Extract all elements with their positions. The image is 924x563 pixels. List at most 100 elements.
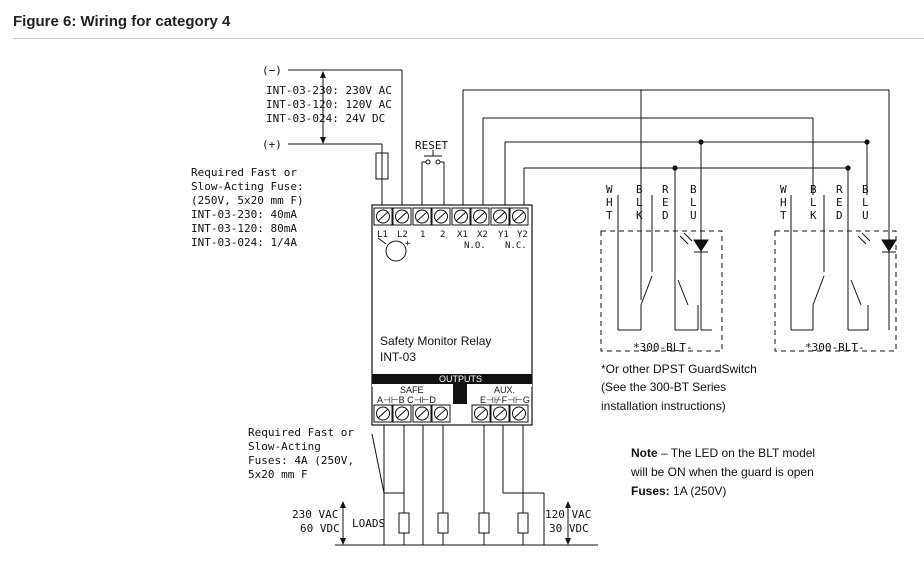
load-fuse (398, 512, 410, 534)
reset-contact-right (435, 159, 441, 165)
wire-color-letter: K (810, 209, 817, 222)
supply-line: INT-03-120: 120V AC (266, 98, 392, 111)
wire-color-letter: L (862, 196, 869, 209)
fuse-note-line: INT-03-024: 1/4A (191, 236, 297, 249)
arrow-down (340, 538, 346, 545)
wire-color-letter: W (780, 183, 787, 196)
supply-line: INT-03-024: 24V DC (266, 112, 385, 125)
terminal-label: Y1 (498, 230, 509, 240)
led-note-line1: Note – The LED on the BLT model (631, 446, 815, 460)
outputs-divider (453, 384, 467, 404)
switch-caption: *300-BLT- (633, 341, 693, 354)
no-label: N.O. (464, 241, 486, 251)
wire-color-letter: T (780, 209, 787, 222)
safe-label: SAFE (400, 385, 424, 395)
led-icon (881, 239, 897, 252)
right-voltage: 120 VAC (545, 508, 591, 521)
fuse-note-line: INT-03-120: 80mA (191, 222, 297, 235)
left-voltage: 60 VDC (300, 522, 340, 535)
fuse-note-leader (371, 433, 385, 494)
junction-dot (698, 139, 704, 145)
fuse-note-line: Required Fast or (191, 166, 297, 179)
left-voltage: 230 VAC (292, 508, 338, 521)
terminal-label: X1 (457, 230, 468, 240)
terminal-label: 2 (440, 230, 445, 240)
output-fuse-note-line: Slow-Acting (248, 440, 321, 453)
wire-color-letter: E (836, 196, 843, 209)
led-plus-label: + (405, 239, 411, 249)
fuses-bold: Fuses: (631, 484, 670, 498)
wire-color-letter: K (636, 209, 643, 222)
fuses-note: Fuses: 1A (250V) (631, 484, 726, 498)
fuse-note-line: INT-03-230: 40mA (191, 208, 297, 221)
supply-plus-label: (+) (262, 138, 282, 151)
wire-color-letter: L (636, 196, 643, 209)
guard-switch-1-outline (600, 230, 723, 352)
switch-contact (812, 275, 825, 306)
junction-dot (864, 139, 870, 145)
fuses-rest: 1A (250V) (670, 484, 727, 498)
switch-note-line: installation instructions) (601, 399, 726, 413)
terminal-label: L2 (397, 230, 408, 240)
arrow-down (320, 137, 326, 144)
relay-name: Safety Monitor Relay (380, 334, 491, 348)
guard-switch-2-outline (774, 230, 897, 352)
terminal-label: X2 (477, 230, 488, 240)
right-voltage: 30 VDC (549, 522, 589, 535)
aux-terminals-label: E⊣⊬F⊣⊢G (480, 395, 530, 405)
switch-note-line: (See the 300-BT Series (601, 380, 726, 394)
wire-color-letter: W (606, 183, 613, 196)
load-fuse (437, 512, 449, 534)
junction-dot (845, 165, 851, 171)
arrow-up (565, 501, 571, 508)
wire-color-letter: D (662, 209, 669, 222)
wire-color-letter: H (780, 196, 787, 209)
wire-color-letter: R (836, 183, 843, 196)
fuse-note-line: (250V, 5x20 mm F) (191, 194, 304, 207)
fuse-note-line: Slow-Acting Fuse: (191, 180, 304, 193)
terminal-label: 1 (420, 230, 425, 240)
led-note-line2: will be ON when the guard is open (630, 465, 814, 479)
switch-caption: *300-BLT- (805, 341, 865, 354)
relay-model: INT-03 (380, 350, 416, 364)
wire-color-letter: E (662, 196, 669, 209)
nc-label: N.C. (505, 241, 527, 251)
wire-color-letter: B (862, 183, 869, 196)
arrow-up (320, 71, 326, 78)
junction-dot (672, 165, 678, 171)
outputs-label: OUTPUTS (439, 374, 482, 384)
wire-color-letter: D (836, 209, 843, 222)
switch-contact (640, 275, 653, 306)
arrow-down (565, 538, 571, 545)
wire-color-letter: B (690, 183, 697, 196)
wire-color-letter: H (606, 196, 613, 209)
outputs-bar (372, 374, 532, 384)
output-fuse-note-line: Fuses: 4A (250V, (248, 454, 354, 467)
terminal-label: L1 (377, 230, 388, 240)
title-divider (13, 38, 924, 39)
safe-terminals-label: A⊣⊢B C⊣⊢D (377, 395, 436, 405)
load-fuse (517, 512, 529, 534)
led-icon (693, 239, 709, 252)
terminal-label: Y2 (517, 230, 528, 240)
figure-title: Figure 6: Wiring for category 4 (13, 13, 231, 30)
switch-contact (850, 279, 862, 306)
wire-color-letter: B (636, 183, 643, 196)
supply-minus-label: (−) (262, 64, 282, 77)
wire-color-letter: L (690, 196, 697, 209)
output-fuse-note-line: Required Fast or (248, 426, 354, 439)
loads-label: LOADS (352, 517, 385, 530)
switch-contact (677, 279, 689, 306)
reset-label: RESET (415, 139, 448, 152)
aux-label: AUX. (494, 385, 515, 395)
wire-color-letter: U (690, 209, 697, 222)
wire-color-letter: U (862, 209, 869, 222)
switch-note-line: *Or other DPST GuardSwitch (601, 362, 757, 376)
note-rest: – The LED on the BLT model (658, 446, 815, 460)
wire-color-letter: L (810, 196, 817, 209)
load-fuse (478, 512, 490, 534)
wire-color-letter: T (606, 209, 613, 222)
supply-line: INT-03-230: 230V AC (266, 84, 392, 97)
wire-color-letter: B (810, 183, 817, 196)
